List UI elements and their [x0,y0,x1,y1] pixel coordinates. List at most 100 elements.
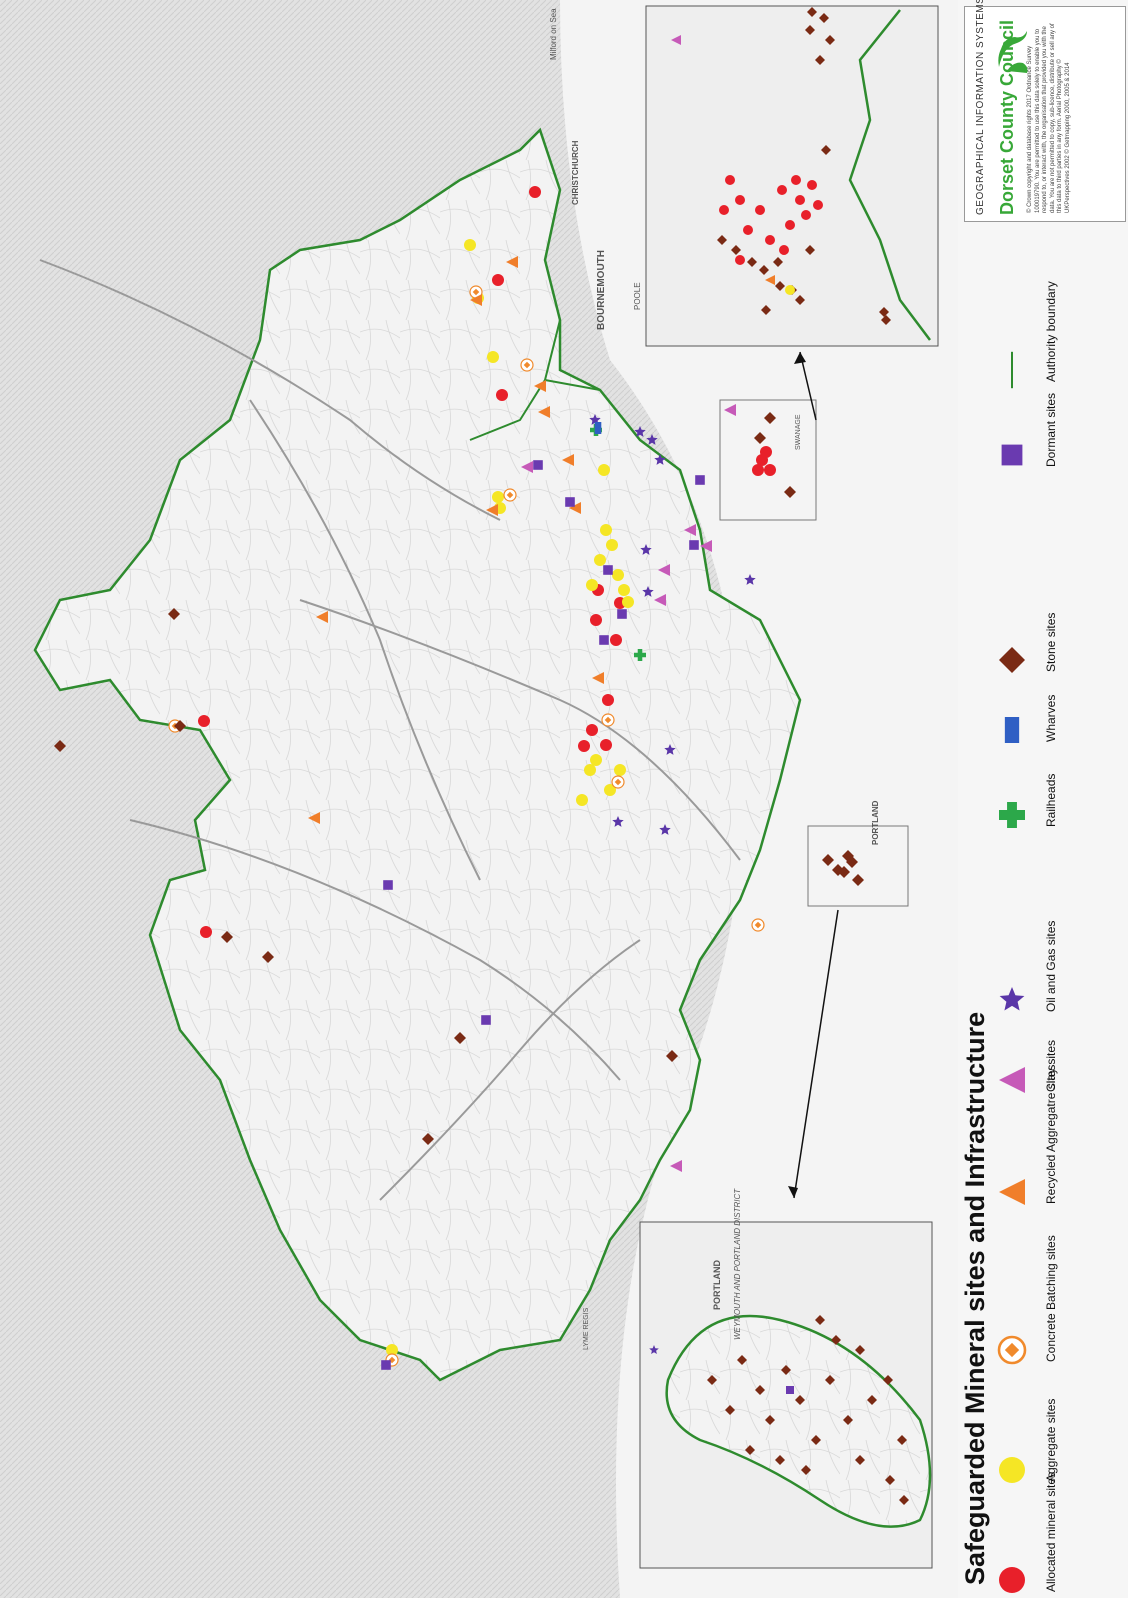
marker-aggregate-11 [622,596,634,608]
portland-inset[interactable]: PORTLAND WEYMOUTH AND PORTLAND DISTRICT [639,1188,933,1569]
marker-dormant-1 [565,497,575,507]
portland-dormant-0 [786,1386,794,1394]
marker-allocated-2 [496,389,508,401]
council-name: Dorset County Council [997,19,1017,215]
branding-panel: GEOGRAPHICAL INFORMATION SYSTEMS Dorset … [964,0,1126,222]
label-christchurch: CHRISTCHURCH [571,140,580,205]
marker-allocated-12 [198,715,210,727]
marker-dormant-5 [689,540,699,550]
purbeck-inset[interactable] [645,5,939,347]
marker-oilgas-4 [640,544,652,555]
portland-stone-14 [745,1445,755,1455]
legend-symbol-clay [999,1067,1025,1093]
purbeck-stone-9 [805,25,815,35]
inset-label-weymouth: WEYMOUTH AND PORTLAND DISTRICT [733,1188,742,1340]
marker-recycled-1 [534,380,546,392]
purbeck-aggregate-0 [785,285,795,295]
marker-allocated-3 [590,614,602,626]
purbeck-inset-arrow [799,351,817,421]
purbeck-stone-6 [795,295,805,305]
legend-symbol-allocated [999,1567,1025,1593]
marker-oilgas-8 [659,824,671,835]
purbeck-allocated-1 [735,195,745,205]
marker-stone-14 [784,486,796,498]
portland-stone-15 [775,1455,785,1465]
portland-stone-9 [843,1415,853,1425]
legend-label-dormant: Dormant sites [1044,392,1058,467]
marker-dormant-0 [533,460,543,470]
purbeck-allocated-4 [765,235,775,245]
purbeck-coast [848,9,931,341]
marker-dormant-9 [383,880,393,890]
label-poole: POOLE [633,282,642,310]
marker-aggregate-17 [614,764,626,776]
purbeck-allocated-12 [779,245,789,255]
marker-aggregate-9 [612,569,624,581]
gis-title: GEOGRAPHICAL INFORMATION SYSTEMS [975,0,986,215]
portland-stone-3 [755,1385,765,1395]
marker-dormant-8 [481,1015,491,1025]
marker-allocated-1 [492,274,504,286]
purbeck-stone-8 [821,145,831,155]
marker-stone-16 [838,866,850,878]
marker-aggregate-10 [618,584,630,596]
marker-aggregate-16 [604,784,616,796]
marker-aggregate-12 [598,464,610,476]
marker-stone-4 [262,951,274,963]
legend-symbol-concrete [997,1335,1027,1365]
marker-clay-4 [654,594,666,606]
purbeck-inset-frame [719,399,817,521]
portland-inset-markers [649,1315,909,1505]
marker-oilgas-5 [642,586,654,597]
purbeck-stone-0 [717,235,727,245]
purbeck-allocated-3 [755,205,765,215]
purbeck-allocated-11 [791,175,801,185]
marker-recycled-4 [562,454,574,466]
purbeck-inset-markers [671,7,891,325]
site-markers[interactable] [54,186,864,1370]
portland-stone-2 [737,1355,747,1365]
portland-inset-arrowhead [788,1186,798,1198]
marker-allocated-15 [752,464,764,476]
purbeck-stone-4 [773,257,783,267]
purbeck-allocated-7 [795,195,805,205]
marker-recycled-8 [592,672,604,684]
legend-title: Safeguarded Mineral sites and Infrastruc… [960,1011,990,1585]
district-boundary [469,319,601,441]
purbeck-allocated-9 [807,180,817,190]
marker-dormant-7 [381,1360,391,1370]
purbeck-stone-1 [731,245,741,255]
purbeck-allocated-2 [743,225,753,235]
marker-aggregate-8 [606,539,618,551]
marker-allocated-8 [586,724,598,736]
legend-label-clay: Clay sites [1044,1039,1058,1092]
portland-inset-frame [807,825,909,907]
marker-stone-0 [168,608,180,620]
marker-dormant-3 [617,609,627,619]
legend-label-railheads: Railheads [1044,773,1058,827]
marker-clay-1 [684,524,696,536]
legend-symbols [997,351,1027,1593]
purbeck-stone-15 [879,307,889,317]
legend-label-concrete: Concrete Batching sites [1044,1235,1058,1362]
marker-stone-7 [666,1050,678,1062]
marker-aggregate-3 [492,491,504,503]
marker-dormant-4 [599,635,609,645]
marker-dormant-6 [695,475,705,485]
purbeck-stone-7 [805,245,815,255]
label-milford: Milford on Sea [549,8,558,60]
marker-stone-12 [754,432,766,444]
marker-stone-2 [54,740,66,752]
purbeck-stone-3 [759,265,769,275]
marker-stone-13 [764,412,776,424]
legend-label-oilgas: Oil and Gas sites [1044,920,1058,1012]
marker-stone-3 [221,931,233,943]
marker-aggregate-13 [576,794,588,806]
marker-clay-5 [724,404,736,416]
legend-label-aggregate: Aggregate sites [1044,1398,1058,1482]
purbeck-stone-14 [881,315,891,325]
label-lyme-regis: LYME REGIS [583,1307,590,1350]
portland-stone-8 [825,1375,835,1385]
legend-symbol-stone [999,647,1025,673]
